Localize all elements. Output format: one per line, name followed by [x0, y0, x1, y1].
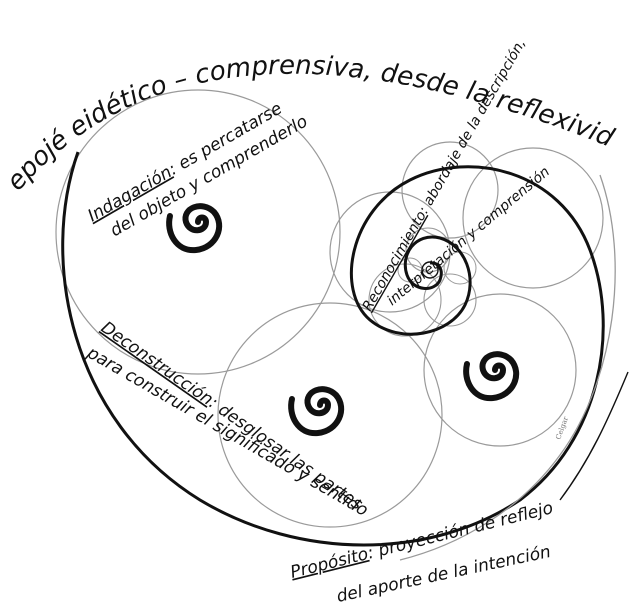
- swirl-icon: [288, 386, 345, 437]
- swirl-icon: [166, 203, 223, 254]
- circle-proposito-right: [423, 293, 577, 447]
- outer-guide-line-2: [559, 371, 629, 501]
- swirl-icon: [463, 351, 520, 402]
- circle-indagacion: [55, 89, 341, 375]
- circle-reconocimiento-top: [401, 141, 499, 239]
- outer-guide-line: [399, 174, 616, 561]
- svg-text:Celgar: Celgar: [554, 415, 570, 441]
- term-proposito: Propósito: [288, 544, 370, 583]
- circle-reconocimiento-right: [462, 147, 604, 289]
- main-spiral: [61, 151, 605, 547]
- artist-signature: Celgar: [554, 415, 570, 441]
- circle-inner-bottom-right: [423, 273, 477, 327]
- circle-deconstruccion: [217, 302, 443, 528]
- indagacion-desc-line2: del objeto y comprenderlo: [107, 112, 311, 242]
- diagram-title: epojé eidético – comprensiva, desde la r…: [0, 0, 618, 197]
- circle-inner-top: [405, 227, 451, 273]
